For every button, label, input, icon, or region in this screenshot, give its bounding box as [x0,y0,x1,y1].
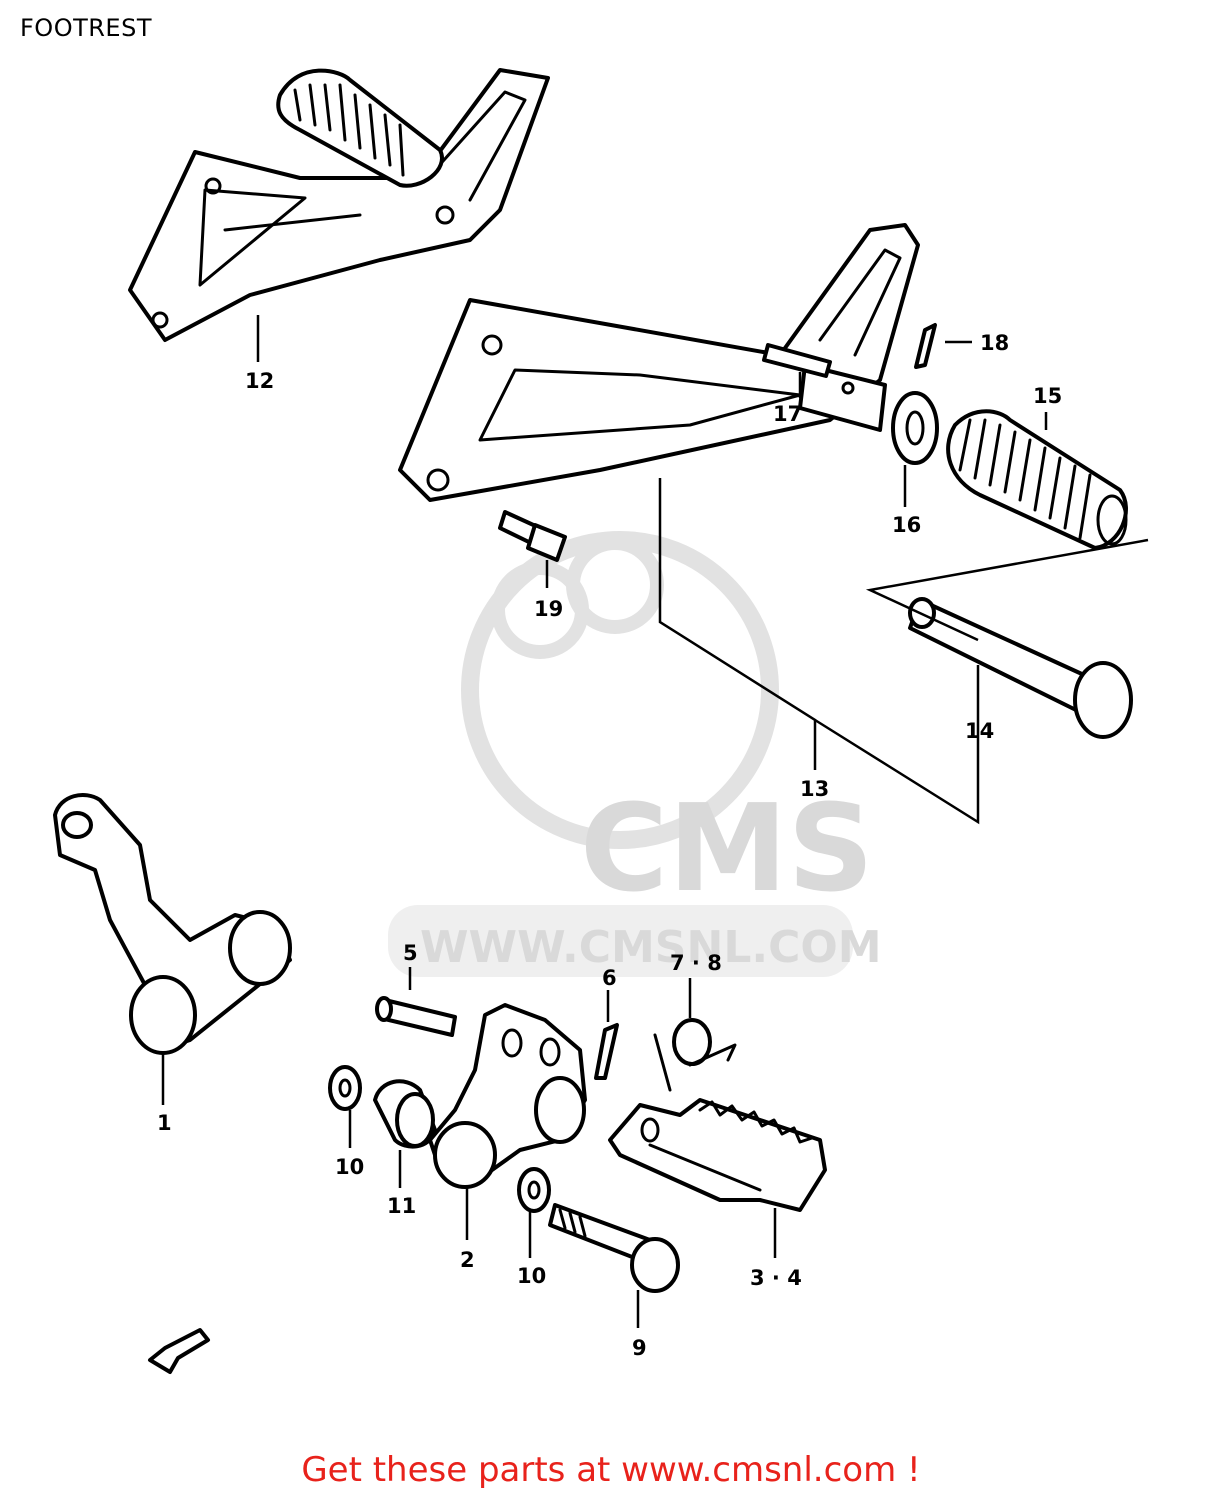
watermark-brand: CMS [580,780,874,919]
callout-17: 17 [773,402,802,426]
diagram-title: FOOTREST [20,14,152,42]
callout-16: 16 [892,513,921,537]
leader-lines [161,315,1149,1328]
part-3-4-footpeg [608,1098,827,1212]
callout-11: 11 [387,1194,416,1218]
callout-18: 18 [980,331,1009,355]
cmsnl-watermark: CMS WWW.CMSNL.COM [388,531,882,977]
part-1-bracket-arm [53,793,292,1055]
callout-15: 15 [1033,384,1062,408]
callout-6: 6 [602,966,617,990]
front-direction-arrow [148,1328,210,1374]
callout-3-4: 3 · 4 [750,1266,802,1290]
part-10-washer-right [517,1167,551,1213]
part-11-bushing [373,1079,437,1149]
part-2-footrest-holder [428,1003,587,1189]
part-19-bolt [498,510,567,562]
part-10-washer-left [328,1065,362,1111]
callout-19: 19 [534,597,563,621]
footer-link[interactable]: Get these parts at www.cmsnl.com ! [301,1450,921,1490]
callout-9: 9 [632,1336,647,1360]
callout-1: 1 [157,1111,172,1135]
part-5-shaft [375,996,457,1037]
part-14-pivot-pin [908,597,1133,739]
callout-10-right: 10 [517,1264,546,1288]
part-15-rubber-peg [946,409,1128,550]
callout-5: 5 [403,941,418,965]
part-13-bracket [398,223,920,502]
watermark-url: WWW.CMSNL.COM [420,922,882,973]
callout-2: 2 [460,1248,475,1272]
part-18-spring-pin [914,323,937,369]
part-17-pin [762,343,832,378]
part-6-spring [594,1023,619,1080]
callout-10-left: 10 [335,1155,364,1179]
part-9-bolt [548,1203,680,1293]
part-16-washer [891,391,939,465]
callout-14: 14 [965,719,994,743]
callout-12: 12 [245,369,274,393]
part-7-8-spring [653,1018,737,1092]
callout-7-8: 7 · 8 [670,951,722,975]
callout-13: 13 [800,777,829,801]
part-12-bracket [128,68,550,342]
